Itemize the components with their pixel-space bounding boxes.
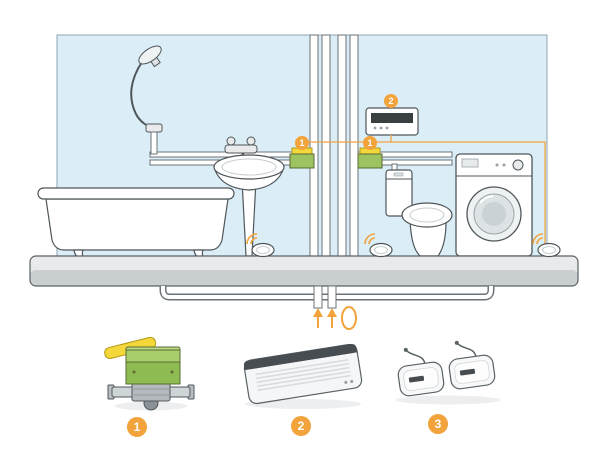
washing-machine <box>455 153 533 257</box>
shower-head-icon <box>138 45 162 65</box>
product-sensor-1 <box>397 347 445 397</box>
product-sensors-badge: 3 <box>428 414 448 434</box>
sensor-cable <box>456 342 477 358</box>
flow-arrows <box>313 308 337 328</box>
wifi-signal-icon <box>246 233 258 245</box>
control-panel-display <box>371 113 413 123</box>
product-controller <box>243 343 363 409</box>
product-sensors <box>396 340 500 405</box>
wifi-signal-icon <box>532 233 544 245</box>
water-drop-icon <box>341 306 357 330</box>
sensor-logo <box>459 368 476 376</box>
shower-mixer <box>145 123 163 133</box>
toilet <box>385 169 453 257</box>
wifi-signal-icon <box>368 237 376 245</box>
wifi-signal-icon <box>536 237 544 245</box>
sink <box>213 154 285 257</box>
underfloor-pipes <box>159 285 495 309</box>
scene-valve-left-badge: 1 <box>295 136 309 150</box>
detergent-drawer <box>461 158 479 168</box>
product-controller-badge: 2 <box>291 416 311 436</box>
sensor-logo <box>408 375 425 383</box>
sensor-cable <box>405 349 426 365</box>
leak-sensor-right <box>532 233 561 258</box>
product-sensor-2 <box>448 340 496 390</box>
product-shadow <box>396 395 500 405</box>
floor-slab <box>29 255 579 287</box>
product-valve <box>104 336 195 411</box>
machine-knob <box>512 159 524 171</box>
scene-controller-badge: 2 <box>384 94 398 108</box>
product-shadow <box>245 399 361 409</box>
shower-pipe <box>150 131 158 155</box>
shutoff-valve-right <box>357 147 383 169</box>
shower <box>130 45 163 155</box>
bathtub <box>37 187 235 260</box>
shutoff-valve-left <box>289 147 315 169</box>
scene-valve-right-badge: 1 <box>363 136 377 150</box>
wifi-signal-icon <box>250 237 258 245</box>
leak-sensor-sink <box>246 233 275 258</box>
wifi-signal-icon <box>364 233 376 245</box>
product-valve-badge: 1 <box>127 417 147 437</box>
control-panel <box>365 107 419 136</box>
leak-sensor-toilet <box>364 233 393 258</box>
